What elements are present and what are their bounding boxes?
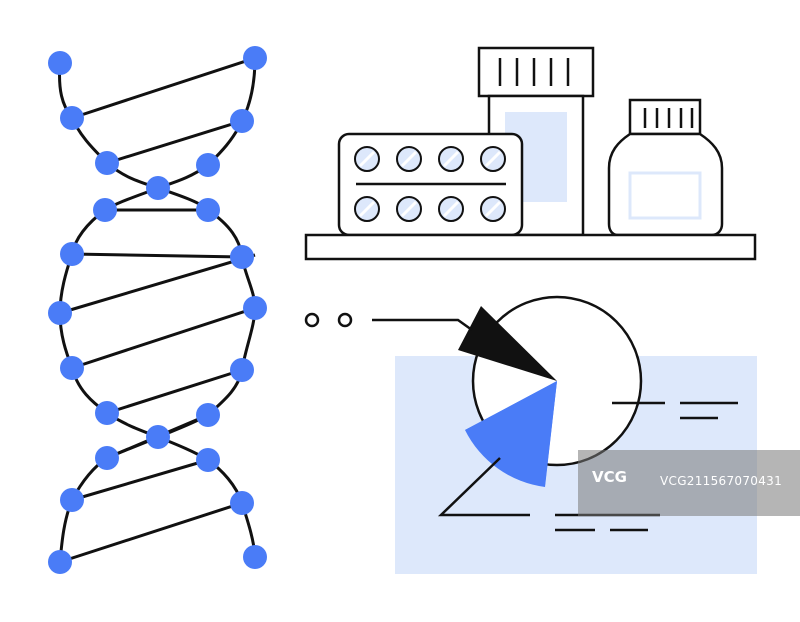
watermark-brand: VCG (592, 468, 627, 486)
watermark-band (578, 450, 800, 516)
dna-helix-icon (58, 56, 257, 564)
pie-slice-black (458, 306, 557, 381)
callout-dot-2 (337, 312, 353, 328)
pill-blister-pack-icon (337, 132, 524, 237)
shelf-board (304, 233, 757, 261)
dna-strand-left (58, 62, 257, 563)
callout-dot-1 (304, 312, 320, 328)
medicine-shelf (304, 46, 757, 261)
watermark-id: VCG21156707043​1 (660, 474, 783, 488)
dna-nodes (48, 46, 267, 574)
callout-line-top (372, 318, 473, 332)
callout-line-bottom (437, 457, 530, 517)
pie-chart-panel (304, 295, 757, 574)
medicine-jar-icon (607, 98, 724, 237)
pie-slice-blue-outer (465, 381, 557, 487)
dna-strand-right (58, 57, 257, 558)
